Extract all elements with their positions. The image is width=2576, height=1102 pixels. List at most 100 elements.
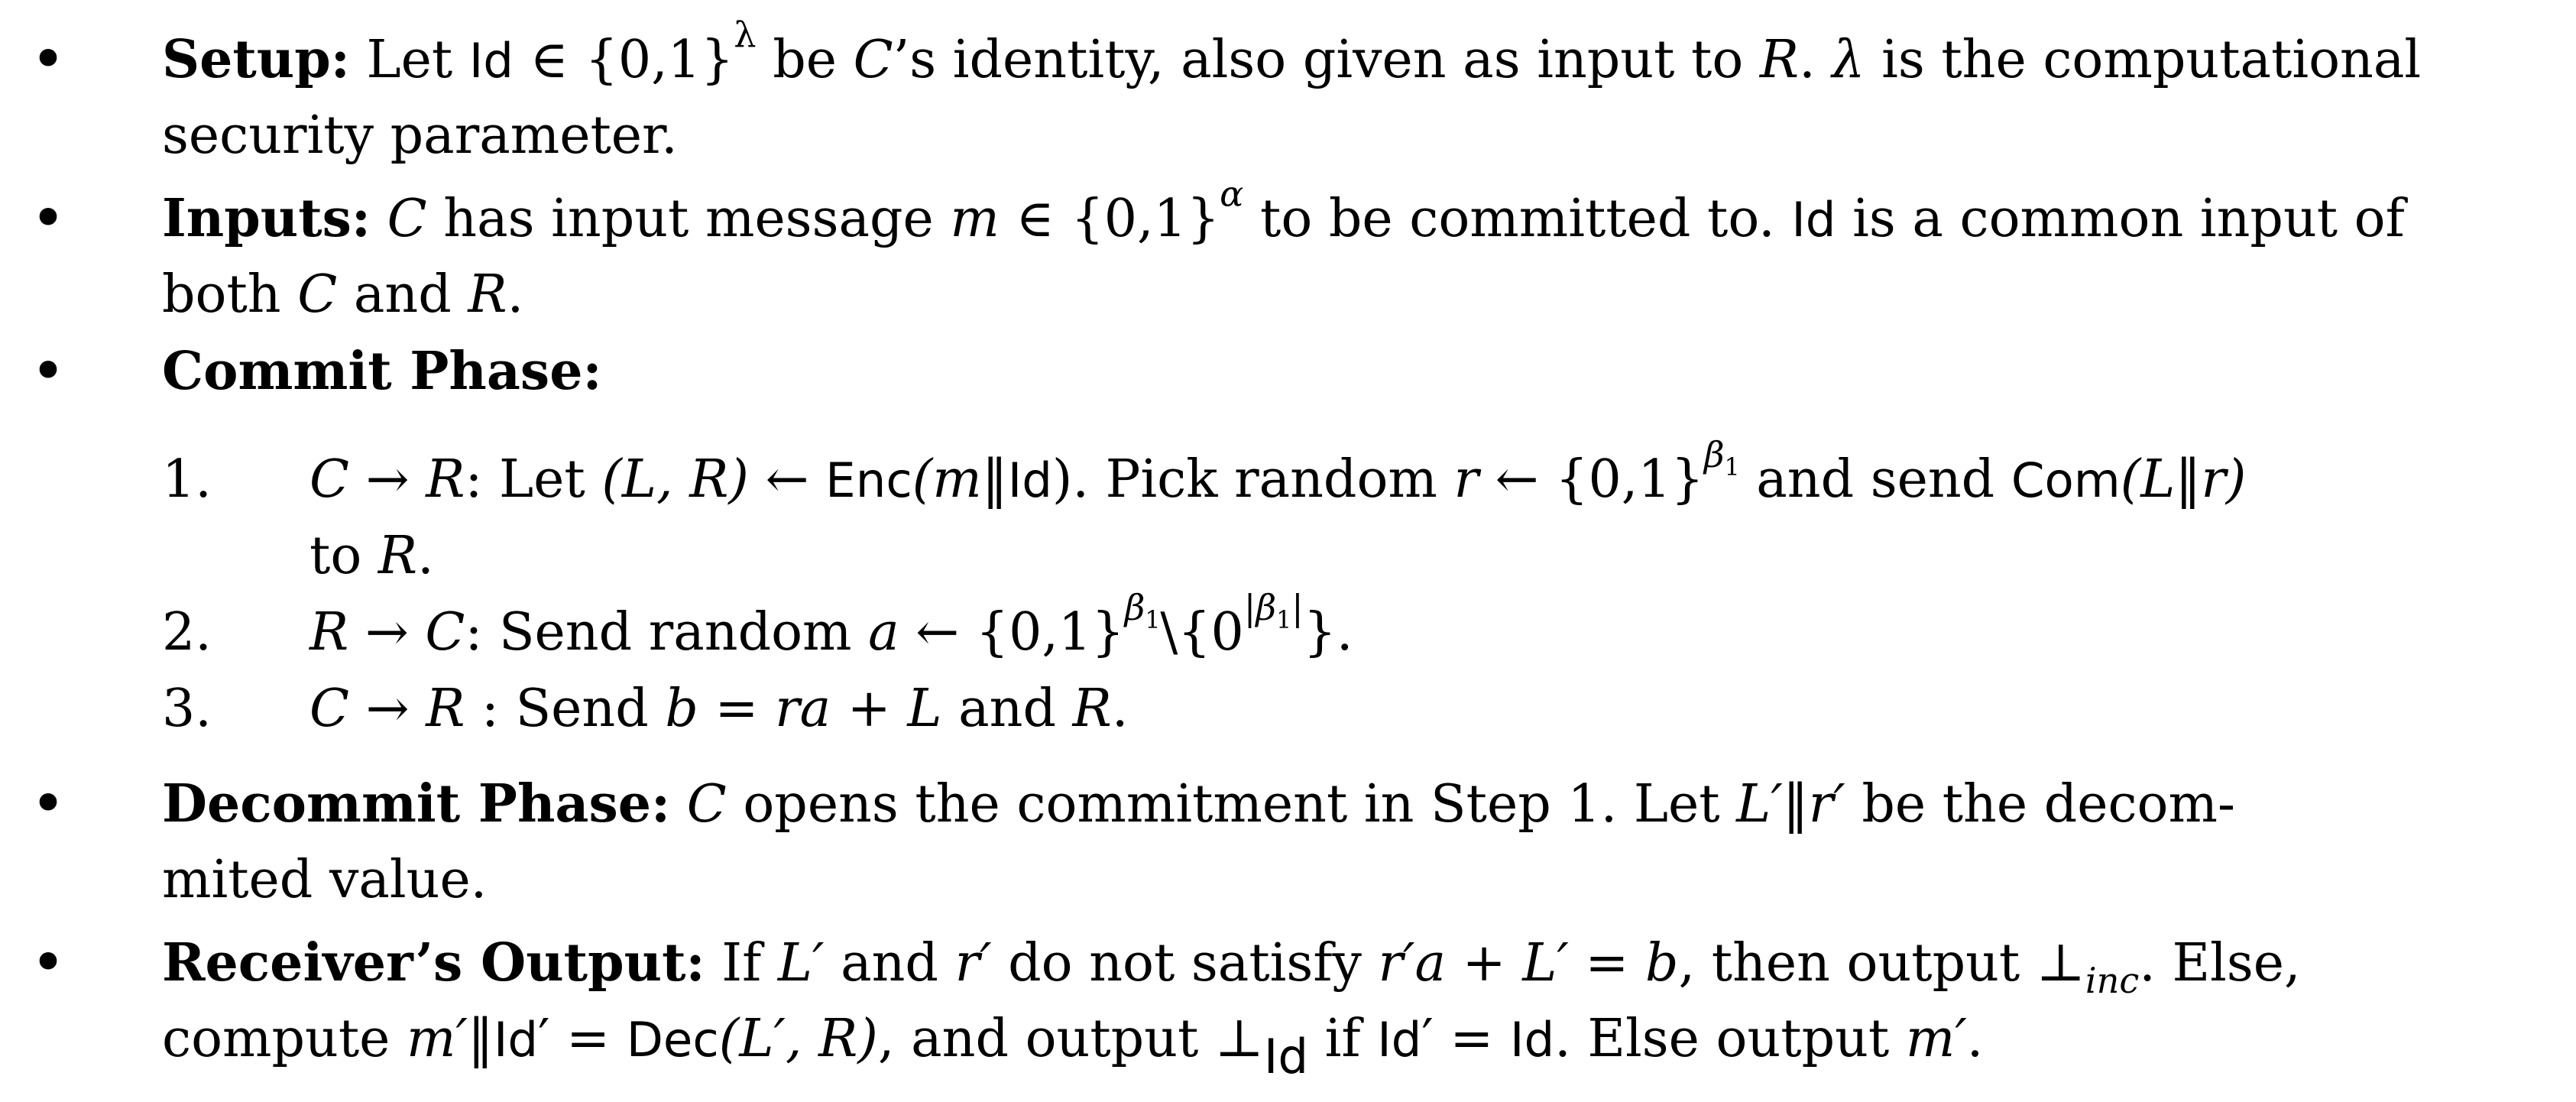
inputs-text: and <box>337 264 468 325</box>
step-number: 2. <box>162 602 212 663</box>
output-text: , and output ⊥ <box>877 1009 1264 1069</box>
id-symbol: Id <box>1377 1012 1422 1068</box>
random-r: r <box>1453 449 1479 510</box>
output-text: . Else output <box>1554 1009 1906 1069</box>
inputs-label: Inputs: <box>162 188 371 249</box>
output-text: if <box>1308 1009 1378 1069</box>
step-text: . <box>1111 679 1129 739</box>
step-text: . <box>417 526 434 586</box>
alpha-exponent: α <box>1220 173 1244 215</box>
commit-label: Commit Phase: <box>162 341 602 402</box>
inputs-text: has input message <box>426 189 951 249</box>
beta-subscript: 1 <box>1145 606 1161 634</box>
math-expr: (L‖r) <box>2120 449 2247 510</box>
set-expr: ∈ {0,1} <box>530 30 734 90</box>
direction-r-to-c: R → C <box>309 602 465 663</box>
setup-line-2: security parameter. <box>162 105 678 166</box>
committer-symbol: C <box>297 264 338 325</box>
bullet-dot: • <box>31 337 66 406</box>
step-text: and <box>941 679 1073 739</box>
output-text: compute <box>162 1009 407 1069</box>
beta-exponent: β <box>1703 433 1725 475</box>
bullet-dot: • <box>31 929 66 997</box>
right-share: R <box>1072 679 1112 739</box>
output-text: , then output ⊥ <box>1678 933 2085 993</box>
step-1-line-2: to R. <box>309 518 2530 595</box>
dec-function: Dec <box>626 1012 719 1068</box>
step-1-line-1: C → R: Let (L, R) ← Enc(m‖Id). Pick rand… <box>309 437 2530 519</box>
inc-subscript: inc <box>2085 960 2140 1002</box>
step-2-line: R → C: Send random a ← {0,1}β1\{0|β1|}. <box>309 590 2530 671</box>
step-text: and send <box>1739 449 2011 510</box>
output-text: do not satisfy <box>991 933 1379 993</box>
setup-text: Let <box>366 30 453 90</box>
lambda-symbol: λ <box>1832 30 1865 90</box>
inputs-text: both <box>162 264 298 325</box>
beta-subscript: 1 <box>1276 606 1292 634</box>
math-expr: m′ <box>1905 1009 1967 1069</box>
bullet-dot: • <box>31 25 66 94</box>
step-3-line: C → R : Send b = ra + L and R. <box>309 671 2530 747</box>
math-expr: m′‖ <box>407 1009 494 1069</box>
setup-text: is the computational <box>1865 30 2422 90</box>
math-expr: }. <box>1303 602 1353 663</box>
direction-c-to-r: C → R <box>309 679 465 739</box>
step-text: : Send <box>465 679 666 739</box>
decommit-text: be the decom- <box>1845 774 2235 835</box>
setup-line-1: Setup: Let Id ∈ {0,1}λ be C’s identity, … <box>162 18 2530 99</box>
enc-function: Enc <box>825 452 912 508</box>
math-expr: \{0 <box>1160 602 1244 663</box>
decommit-line-1: Decommit Phase: C opens the commitment i… <box>162 766 2530 843</box>
step-number: 3. <box>162 679 212 739</box>
id-symbol: Id <box>468 33 514 89</box>
step-number: 1. <box>162 449 212 510</box>
id-symbol: Id <box>493 1012 539 1068</box>
inputs-line-2: both C and R. <box>162 257 2530 333</box>
inputs-text: to be committed to. <box>1243 189 1792 249</box>
step-text: ). Pick random <box>1051 449 1454 510</box>
inputs-text: . <box>507 264 524 325</box>
receiver-symbol: R <box>468 264 507 325</box>
math-expr: (m‖ <box>912 449 1008 510</box>
output-text: . <box>1966 1009 1984 1069</box>
receiver-symbol: R <box>377 526 418 586</box>
math-expr: r′a + L′ = b <box>1378 933 1679 993</box>
receiver-symbol: R <box>1759 30 1800 90</box>
inputs-line-1: Inputs: C has input message m ∈ {0,1}α t… <box>162 177 2530 258</box>
direction-c-to-r: C → R <box>309 449 465 510</box>
id-symbol: Id <box>1007 452 1052 508</box>
math-expr: ← {0,1} <box>1479 449 1704 510</box>
abs-beta-exponent: |β <box>1243 586 1277 628</box>
math-expr: b = ra + L <box>665 679 942 739</box>
decommit-text: opens the commitment in Step 1. Let <box>726 774 1737 835</box>
math-expr: (L, R) ← <box>601 449 826 510</box>
committer-symbol: C <box>387 189 427 249</box>
set-exponent: λ <box>734 14 757 56</box>
math-expr: r′ <box>954 933 992 993</box>
abs-close: | <box>1291 586 1304 628</box>
output-text: If <box>705 933 778 993</box>
output-line-2: compute m′‖Id′ = Dec(L′, R), and output … <box>162 1001 2530 1081</box>
setup-text: be <box>756 30 854 90</box>
decommit-line-2: mited value. <box>162 850 488 910</box>
step-text: : Let <box>465 449 602 510</box>
math-expr: L′‖r′ <box>1736 774 1845 835</box>
setup-label: Setup: <box>162 29 350 90</box>
math-expr: (L′, R) <box>718 1009 878 1069</box>
committer-symbol: C <box>686 774 727 835</box>
step-text: : Send random <box>465 602 869 663</box>
output-line-1: Receiver’s Output: If L′ and r′ do not s… <box>162 925 2530 1002</box>
inputs-text: is a common input of <box>1836 189 2405 249</box>
setup-text: ’s identity, also given as input to <box>893 30 1760 90</box>
id-subscript: Id <box>1263 1028 1309 1084</box>
random-a: a <box>868 602 899 663</box>
setup-text: . <box>1799 30 1832 90</box>
beta-subscript: 1 <box>1724 453 1740 481</box>
math-expr: ′ = <box>538 1009 627 1069</box>
step-text: to <box>309 526 378 586</box>
output-text: . Else, <box>2139 933 2301 993</box>
bullet-dot: • <box>31 770 66 838</box>
id-symbol: Id <box>1791 192 1836 248</box>
math-expr: ← {0,1} <box>899 602 1125 663</box>
